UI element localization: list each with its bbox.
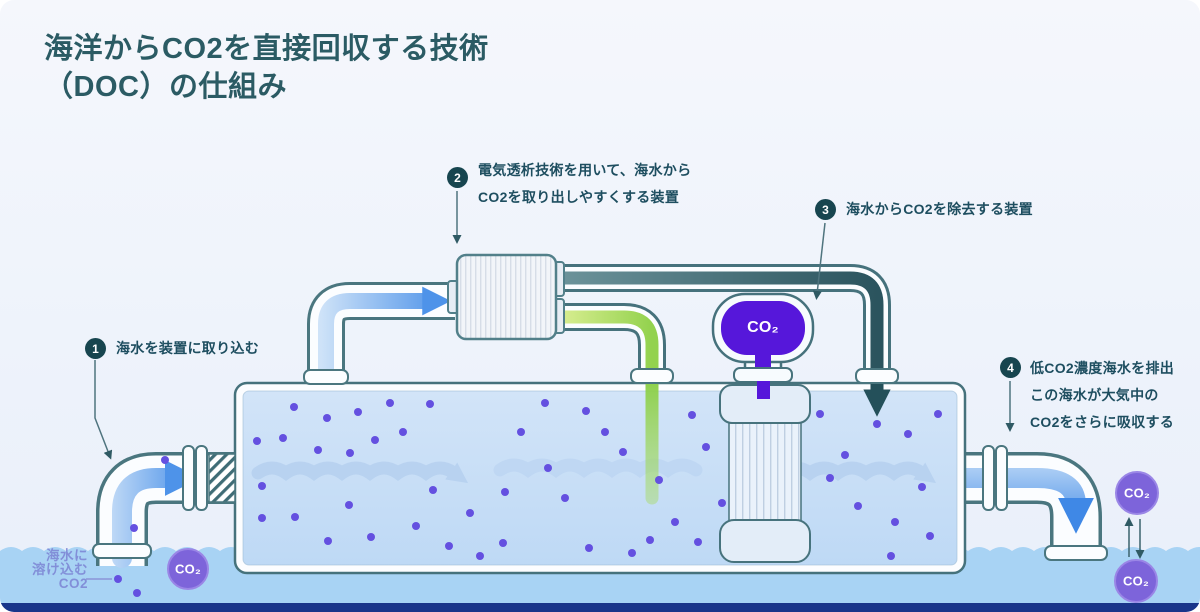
dissolved-co2-label: 海水に 溶け込む CO2 bbox=[32, 548, 88, 591]
co2-bubble-label-left: CO₂ bbox=[175, 561, 201, 577]
electrodialysis-device bbox=[447, 253, 565, 341]
step-1-badge: 1 bbox=[85, 338, 106, 359]
annotation-leaders bbox=[94, 191, 1015, 460]
discharge-flange-rings bbox=[982, 445, 1008, 511]
intake-pipe-flange bbox=[92, 543, 152, 559]
co2-bulb-label: CO₂ bbox=[747, 319, 779, 336]
step-3-badge: 3 bbox=[815, 199, 836, 220]
discharge-pipe-flange bbox=[1044, 545, 1108, 561]
step-3-label: 海水からCO2を除去する装置 bbox=[846, 201, 1033, 217]
step-4-label: 低CO2濃度海水を排出 この海水が大気中の CO2をさらに吸収する bbox=[1030, 360, 1175, 430]
treated-water-pipe bbox=[556, 303, 674, 384]
seawater-outflow-arrow bbox=[952, 468, 1094, 534]
page-title: 海洋からCO2を直接回収する技術 （DOC）の仕組み bbox=[44, 30, 489, 107]
seawater-inflow-arrow bbox=[112, 460, 201, 568]
discharge-pipe bbox=[952, 452, 1108, 561]
co2-dots-layer bbox=[114, 399, 942, 597]
riser-flow-arrow bbox=[318, 286, 452, 384]
tank-water bbox=[242, 390, 958, 566]
step-2-label: 電気透析技術を用いて、海水から CO2を取り出しやすくする装置 bbox=[478, 162, 692, 205]
co2-bubble-label-air: CO₂ bbox=[1124, 485, 1150, 501]
co2-bubbles bbox=[167, 471, 1159, 603]
co2-bubble-label-sea: CO₂ bbox=[1123, 573, 1149, 589]
step-2-badge: 2 bbox=[447, 167, 468, 188]
concentrate-pipe bbox=[556, 264, 899, 384]
riser-pipe bbox=[303, 282, 455, 385]
intake-screen bbox=[182, 445, 236, 511]
tank-flow-waves bbox=[251, 458, 937, 484]
page-title-line2: （DOC）の仕組み bbox=[44, 71, 287, 104]
step-1-label: 海水を装置に取り込む bbox=[116, 340, 259, 356]
step-4-badge: 4 bbox=[1000, 357, 1021, 378]
deep-sea-strip bbox=[0, 603, 1200, 612]
riser-flange bbox=[303, 369, 349, 385]
co2-extraction-column bbox=[719, 384, 811, 563]
co2-collection-bulb bbox=[711, 292, 815, 399]
page-title-line1: 海洋からCO2を直接回収する技術 bbox=[44, 33, 489, 65]
co2-exchange-arrows bbox=[1124, 517, 1145, 559]
intake-pipe bbox=[92, 452, 236, 568]
